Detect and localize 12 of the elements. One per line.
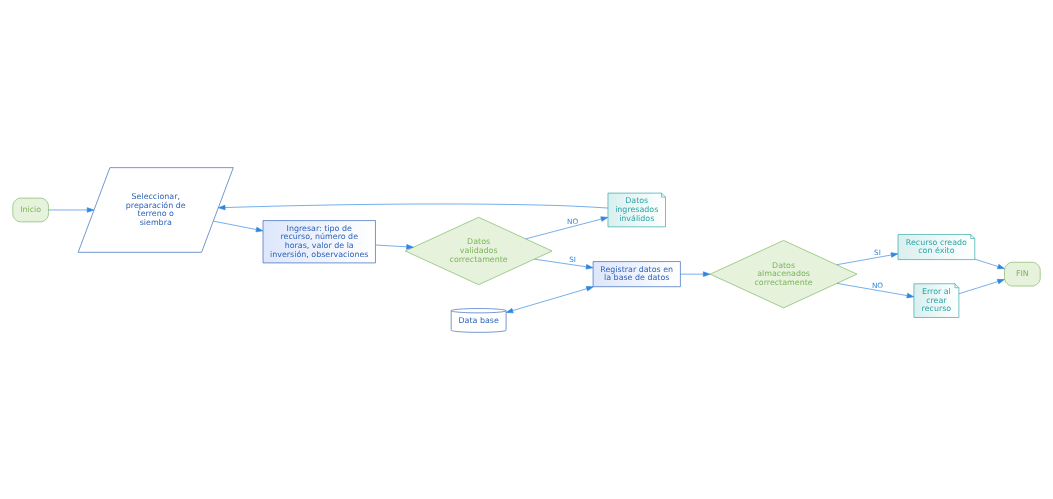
arrow [525,216,609,239]
arrow [375,243,414,249]
arrow [534,258,594,269]
arrow [836,282,915,298]
arrow [48,206,95,213]
arrow [836,251,899,265]
arrow [958,278,1005,294]
arrow [213,220,264,232]
arrow [505,285,594,313]
arrow [218,203,609,210]
arrow [974,258,1005,269]
arrow [680,271,711,277]
